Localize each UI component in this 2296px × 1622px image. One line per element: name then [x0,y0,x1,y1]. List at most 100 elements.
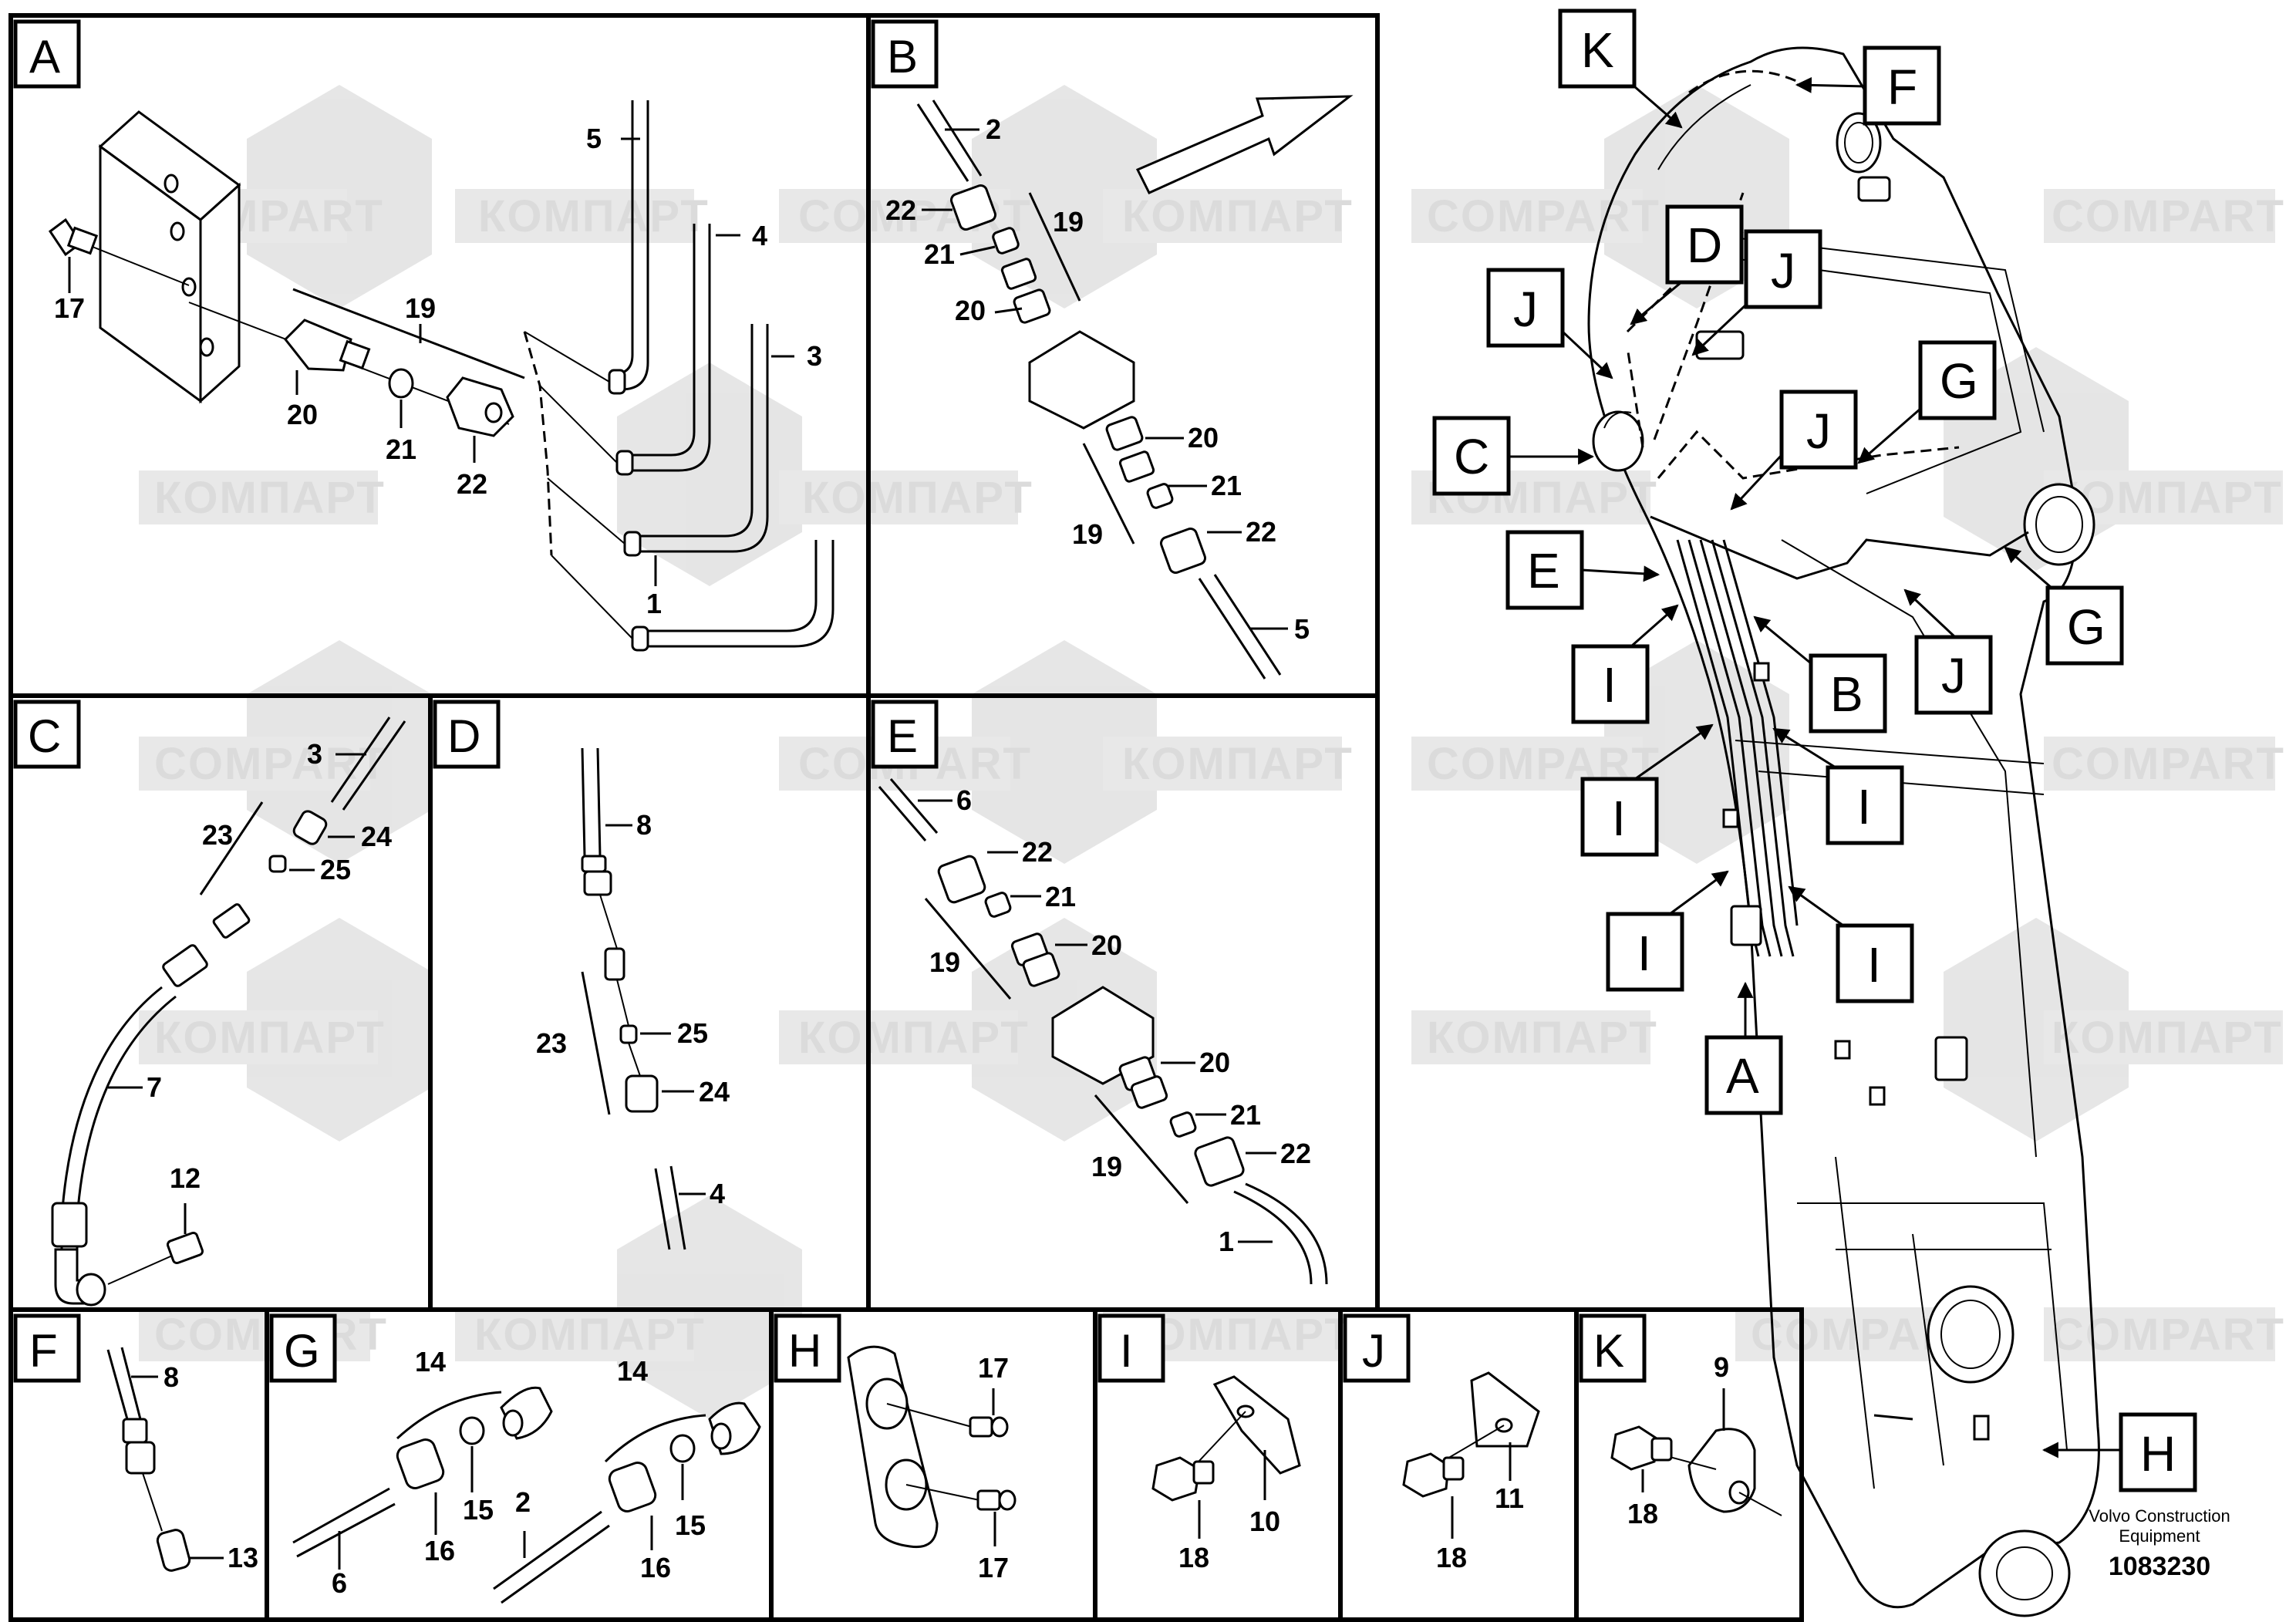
panel-borders [8,13,1804,1622]
part-label-22-upper: 22 [885,194,916,226]
part-label-22: 22 [457,468,487,500]
link-plate [847,1345,939,1549]
callout-i-1-label: I [1603,657,1617,713]
watermark-text: КОМПАРТ [154,473,386,523]
part-label-19-lower: 19 [1072,518,1103,550]
callout-j-2-label: J [1513,282,1538,337]
direction-arrow [1135,95,1354,194]
panel-k-label: K [1593,1325,1624,1377]
part-label-19: 19 [405,292,436,324]
part-label-25: 25 [677,1017,708,1049]
company-name-line1: Volvo Construction [2089,1506,2230,1526]
part-label-21-lower: 21 [1211,470,1242,501]
pipe-group [523,100,834,652]
callout-h-label: H [2140,1426,2176,1482]
part-label-6: 6 [332,1567,347,1599]
watermark-text: КОМПАРТ [1122,739,1354,789]
part-label-18: 18 [1627,1498,1658,1529]
watermark-text: КОМПАРТ [802,473,1033,523]
panel-d-label: D [447,710,480,762]
fitting-stack-e-upper [937,855,1060,987]
callout-i-5-label: I [1867,937,1881,993]
panel-c-label: C [28,710,61,762]
part-label-22-lower: 22 [1280,1138,1311,1169]
ring-25 [268,855,287,873]
part-label-3: 3 [807,340,822,372]
callout-j-4 [1914,635,1993,715]
callout-g-1-label: G [1940,353,1978,409]
fitting-stack-lower [1105,416,1207,575]
part-label-24: 24 [361,821,392,852]
panel-d-label-box [433,700,501,769]
panel-e-label-box [871,700,939,769]
callout-a [1704,1035,1783,1115]
part-label-18: 18 [1178,1542,1209,1573]
footer: Volvo Construction Equipment 1083230 [2089,1506,2230,1581]
part-label-21: 21 [386,433,416,465]
p-clip-9 [1687,1428,1756,1513]
panel-k-label-box [1579,1313,1647,1383]
part-label-1: 1 [646,588,662,619]
part-label-21-upper: 21 [1045,881,1076,912]
part-label-20: 20 [287,399,318,430]
panel-g-label-box [269,1313,337,1383]
nut-22 [446,376,514,437]
part-label-8: 8 [164,1361,179,1393]
callout-j-1 [1744,229,1822,309]
part-label-4: 4 [710,1178,725,1209]
part-label-15-right: 15 [675,1509,706,1541]
center-block [1028,330,1135,430]
part-label-21-upper: 21 [924,238,955,270]
part-label-22-lower: 22 [1246,516,1276,548]
callout-i-4 [1606,912,1684,992]
part-label-17: 17 [54,292,85,324]
panel-h: H 17 17 [774,1313,1017,1583]
callout-j-2 [1486,268,1565,348]
mounting-block [98,110,241,404]
part-label-13: 13 [228,1542,258,1573]
callout-g-2-label: G [2067,599,2106,655]
panel-h-label: H [788,1325,821,1377]
fitting-stack-upper [949,184,1051,324]
callout-i-1 [1571,644,1650,724]
panel-i-label-box [1097,1313,1165,1383]
nut-16-left [396,1438,445,1489]
bracket-19-upper [924,898,1012,1000]
elbow-fitting-right [708,1401,761,1455]
callout-a-label: A [1726,1048,1759,1104]
watermark-text: COMPART [2052,191,2285,241]
bolt-18 [1610,1425,1673,1471]
callout-j-4-label: J [1941,648,1966,703]
callout-k [1558,8,1637,89]
part-label-5: 5 [1294,613,1310,645]
part-label-9: 9 [1714,1351,1729,1383]
callout-b [1809,653,1887,733]
watermark-text: COMPART [2052,739,2285,789]
panel-j-label-box [1343,1313,1411,1383]
part-label-14-right: 14 [617,1355,648,1387]
part-label-7: 7 [147,1071,162,1103]
callout-i-5 [1836,923,1914,1003]
watermark-text: КОМПАРТ [2052,1013,2283,1063]
callout-i-2 [1580,777,1659,857]
part-label-16-right: 16 [640,1552,671,1583]
panel-f-label: F [29,1325,58,1377]
part-label-20-lower: 20 [1188,422,1219,454]
bracket-19-upper [1028,192,1081,302]
part-label-1: 1 [1219,1226,1234,1257]
adapter-12 [166,1231,204,1265]
watermark-text: КОМПАРТ [474,1310,706,1360]
panel-b-label-box [871,19,939,89]
panel-f-label-box [13,1313,81,1383]
part-label-25: 25 [320,854,351,885]
watermark-text: КОМПАРТ [798,1013,1030,1063]
brace-14-left [396,1391,502,1440]
ring-15-left [459,1416,485,1445]
part-label-22-upper: 22 [1022,836,1053,868]
part-label-24: 24 [699,1076,730,1108]
panel-b-label: B [887,31,918,83]
ring-21 [388,368,414,399]
panel-a-label: A [29,31,60,83]
part-label-20-upper: 20 [1091,929,1122,961]
